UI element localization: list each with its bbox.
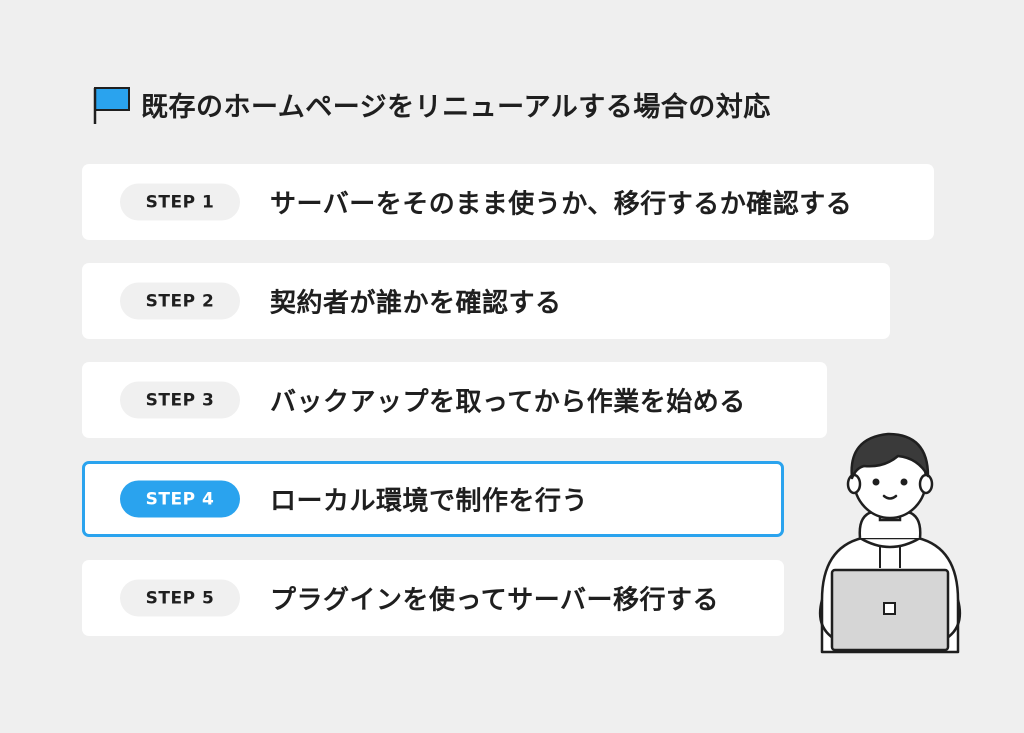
step-card-2: STEP 2 契約者が誰かを確認する [82, 263, 890, 339]
step-badge-5: STEP 5 [120, 579, 240, 617]
title-row: 既存のホームページをリニューアルする場合の対応 [93, 84, 771, 124]
step-card-1: STEP 1 サーバーをそのまま使うか、移行するか確認する [82, 164, 934, 240]
flag-icon [93, 87, 130, 124]
step-text-5: プラグインを使ってサーバー移行する [270, 585, 719, 616]
page-title: 既存のホームページをリニューアルする場合の対応 [141, 91, 771, 123]
step-text-1: サーバーをそのまま使うか、移行するか確認する [270, 189, 853, 220]
step-card-3: STEP 3 バックアップを取ってから作業を始める [82, 362, 827, 438]
step-badge-1: STEP 1 [120, 183, 240, 221]
step-badge-2: STEP 2 [120, 282, 240, 320]
person-with-laptop-icon [818, 432, 962, 654]
step-badge-4: STEP 4 [120, 480, 240, 518]
step-text-4: ローカル環境で制作を行う [270, 486, 589, 517]
step-badge-3: STEP 3 [120, 381, 240, 419]
step-card-4: STEP 4 ローカル環境で制作を行う [82, 461, 784, 537]
step-card-5: STEP 5 プラグインを使ってサーバー移行する [82, 560, 784, 636]
step-text-3: バックアップを取ってから作業を始める [270, 387, 746, 418]
step-text-2: 契約者が誰かを確認する [270, 288, 562, 319]
